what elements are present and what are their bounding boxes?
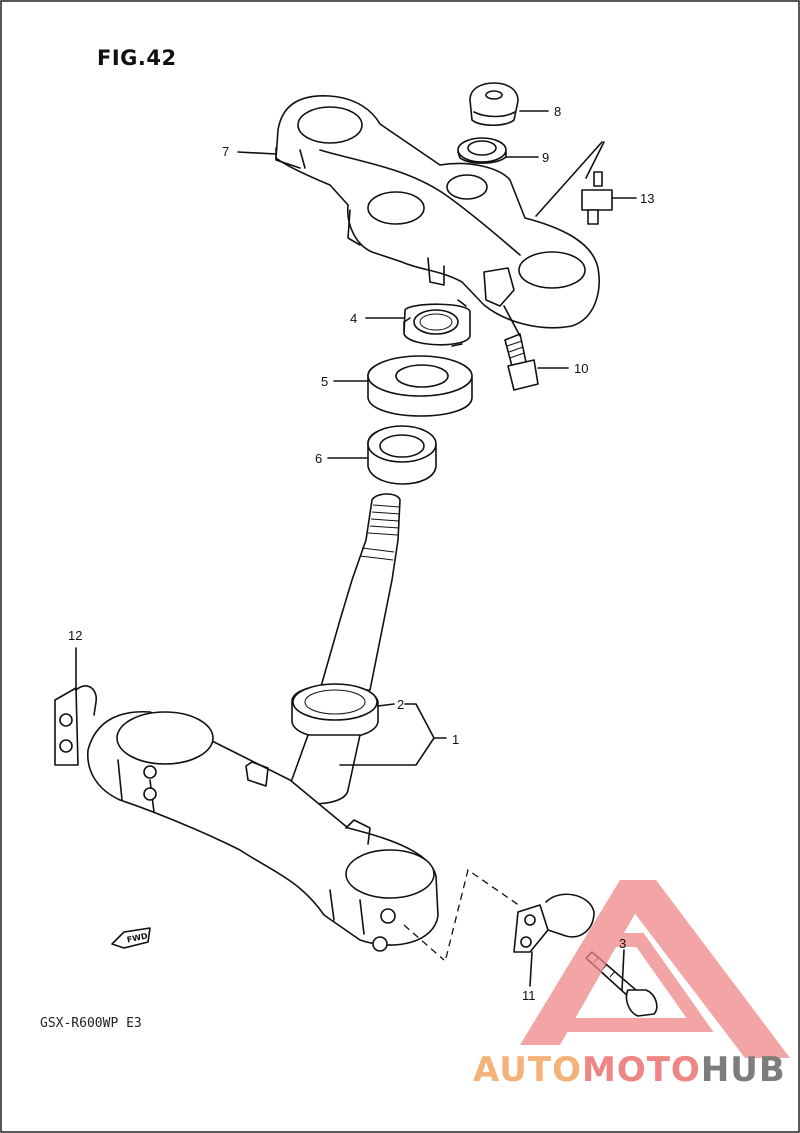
model-code: GSX-R600WP E3 <box>40 1016 142 1031</box>
callout-5: 5 <box>321 374 328 389</box>
callout-10: 10 <box>574 361 588 376</box>
part-11-clamp <box>513 893 595 953</box>
callout-9: 9 <box>542 150 549 165</box>
callout-7: 7 <box>222 144 229 159</box>
part-10-bolt <box>504 333 539 391</box>
callout-leaders <box>75 110 637 991</box>
fwd-text: FWD <box>126 931 149 944</box>
fwd-arrow-badge: FWD <box>111 927 151 949</box>
callout-numbers: 1 2 3 4 5 6 7 8 9 10 11 12 13 <box>68 104 654 1003</box>
watermark-logo <box>520 880 790 1058</box>
part-6-bearing <box>367 425 437 485</box>
part-13-bolt <box>581 171 613 225</box>
callout-1: 1 <box>452 732 459 747</box>
callout-11: 11 <box>522 988 536 1003</box>
watermark-text: AUTOMOTOHUB <box>473 1050 786 1090</box>
figure-title: FIG.42 <box>97 46 177 70</box>
watermark-hub: HUB <box>700 1050 786 1090</box>
callout-4: 4 <box>350 311 357 326</box>
watermark-auto: AUTO <box>473 1050 582 1090</box>
callout-3: 3 <box>619 936 626 951</box>
callout-6: 6 <box>315 451 322 466</box>
part-4-ring-nut <box>403 299 471 347</box>
callout-12: 12 <box>68 628 82 643</box>
lower-bracket <box>87 710 439 952</box>
part-9-washer <box>457 137 507 164</box>
part-1-steering-stem <box>285 493 401 805</box>
part-5-dust-seal <box>367 355 473 417</box>
part-8-cap-nut <box>469 82 519 127</box>
callout-2: 2 <box>397 697 404 712</box>
watermark-moto: MOTO <box>581 1050 701 1090</box>
upper-bracket <box>275 95 600 329</box>
callout-8: 8 <box>554 104 561 119</box>
callout-13: 13 <box>640 191 654 206</box>
part-12-bracket <box>54 685 98 766</box>
